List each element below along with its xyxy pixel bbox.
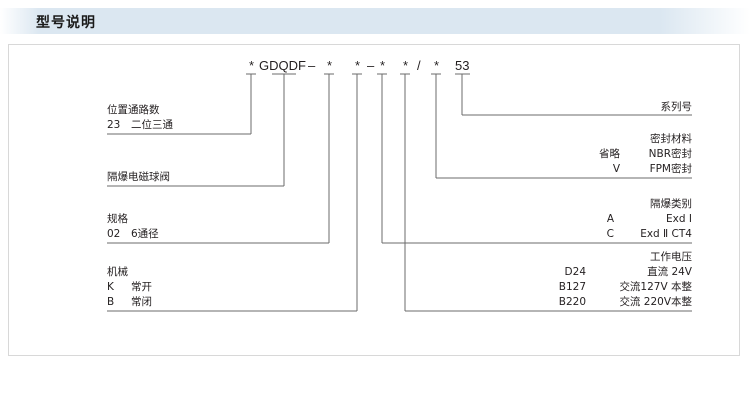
label-code: B127 bbox=[558, 281, 586, 293]
label-value: Exd Ⅰ bbox=[666, 213, 692, 225]
label-block-working-voltage: 工作电压 D24 直流 24V B127 交流127V 本整 B220 交流 2… bbox=[405, 250, 692, 310]
label-code: 23 bbox=[107, 119, 121, 131]
label-row: K 常开 bbox=[107, 280, 152, 295]
code-token: * bbox=[355, 58, 361, 73]
label-code: B220 bbox=[558, 296, 586, 308]
label-row: 省略 NBR密封 bbox=[436, 147, 692, 162]
label-block-series-number: 系列号 bbox=[462, 100, 693, 115]
code-token: GDQDF bbox=[259, 58, 306, 73]
code-token: * bbox=[403, 58, 409, 73]
label-value: 6通径 bbox=[131, 228, 159, 240]
label-row: 密封材料 bbox=[436, 132, 692, 147]
label-value: NBR密封 bbox=[648, 148, 692, 160]
label-row: B127 交流127V 本整 bbox=[405, 280, 692, 295]
label-block-specification: 规格 02 6通径 bbox=[107, 212, 159, 242]
code-token: * bbox=[327, 58, 333, 73]
label-value: 直流 24V bbox=[647, 266, 692, 278]
label-row: B220 交流 220V本整 bbox=[405, 295, 692, 310]
label-value: 二位三通 bbox=[131, 119, 173, 131]
label-title: 隔爆电磁球阀 bbox=[107, 171, 170, 183]
label-block-valve-type: 隔爆电磁球阀 bbox=[107, 170, 170, 185]
label-title: 密封材料 bbox=[650, 133, 692, 145]
code-token: * bbox=[249, 58, 255, 73]
code-token: 53 bbox=[455, 58, 470, 73]
label-value: Exd Ⅱ CT4 bbox=[640, 228, 692, 240]
diagram-panel bbox=[8, 44, 740, 356]
label-row: 工作电压 bbox=[405, 250, 692, 265]
label-title: 工作电压 bbox=[650, 251, 692, 263]
label-row: 系列号 bbox=[462, 100, 693, 115]
label-block-position-channel: 位置通路数 23 二位三通 bbox=[107, 103, 173, 133]
label-block-sealing-material: 密封材料 省略 NBR密封 V FPM密封 bbox=[436, 132, 692, 177]
label-code: V bbox=[612, 163, 620, 175]
label-row: C Exd Ⅱ CT4 bbox=[382, 227, 692, 242]
code-token: / bbox=[417, 58, 421, 73]
label-title: 机械 bbox=[107, 266, 128, 278]
code-token: * bbox=[380, 58, 386, 73]
label-title: 系列号 bbox=[660, 101, 693, 113]
label-value: FPM密封 bbox=[649, 163, 692, 175]
section-header-bar bbox=[0, 8, 750, 34]
label-row: B 常闭 bbox=[107, 295, 152, 310]
label-code: C bbox=[606, 228, 614, 240]
code-token: – bbox=[367, 58, 375, 73]
label-code: K bbox=[107, 281, 114, 293]
label-value: 常开 bbox=[131, 281, 152, 293]
label-code: B bbox=[107, 296, 115, 308]
label-block-explosion-proof-class: 隔爆类别 A Exd Ⅰ C Exd Ⅱ CT4 bbox=[382, 197, 692, 242]
label-row: V FPM密封 bbox=[436, 162, 692, 177]
label-value: 常闭 bbox=[131, 296, 152, 308]
label-row: 隔爆类别 bbox=[382, 197, 692, 212]
label-title: 位置通路数 bbox=[107, 104, 160, 116]
label-value: 交流127V 本整 bbox=[619, 281, 692, 293]
label-code: 省略 bbox=[599, 148, 620, 160]
label-row: A Exd Ⅰ bbox=[382, 212, 692, 227]
page-title: 型号说明 bbox=[36, 15, 96, 31]
label-value: 交流 220V本整 bbox=[619, 296, 692, 308]
label-block-mechanical: 机械 K 常开 B 常闭 bbox=[107, 265, 152, 310]
label-code: D24 bbox=[564, 266, 586, 278]
label-row: 02 6通径 bbox=[107, 227, 159, 242]
label-title: 规格 bbox=[107, 213, 128, 225]
code-token: – bbox=[308, 58, 316, 73]
code-token: * bbox=[434, 58, 440, 73]
label-title: 隔爆类别 bbox=[650, 198, 692, 210]
label-code: A bbox=[606, 213, 614, 225]
model-code-line: * GDQDF – * * – * * / * 53 bbox=[0, 58, 750, 76]
label-row: 23 二位三通 bbox=[107, 118, 173, 133]
label-code: 02 bbox=[107, 228, 121, 240]
label-row: D24 直流 24V bbox=[405, 265, 692, 280]
